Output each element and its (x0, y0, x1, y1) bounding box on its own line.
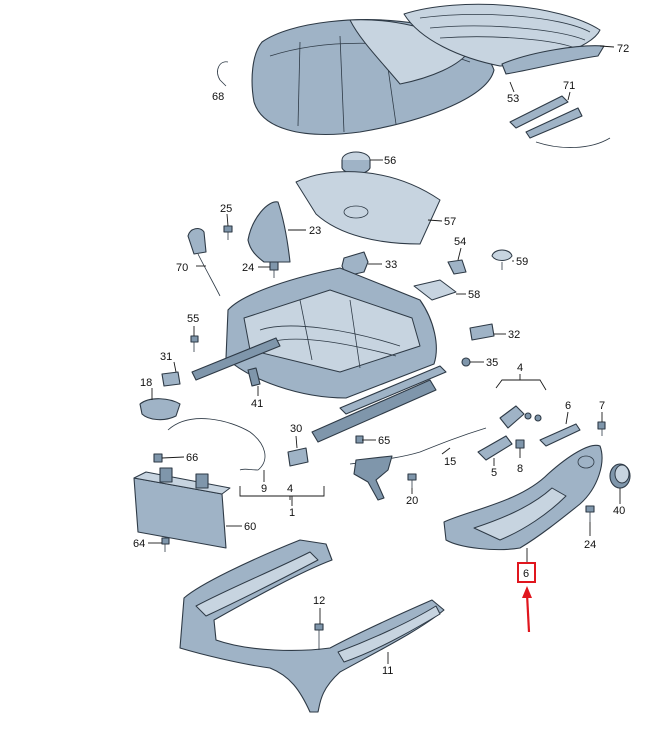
screw-7 (597, 421, 606, 436)
callout-31: 31 (160, 351, 172, 363)
plug-59 (491, 249, 513, 270)
seat-rails (191, 337, 447, 443)
cable-9 (167, 418, 266, 471)
callout-35: 35 (486, 357, 498, 369)
clip-65 (355, 435, 364, 444)
base-frame-11 (179, 539, 445, 713)
harness-bracket (353, 455, 393, 501)
bolt-35 (461, 357, 471, 367)
motor-group-4 (499, 405, 542, 429)
mat-57 (295, 171, 441, 245)
clip-66 (153, 453, 163, 463)
callout-68: 68 (212, 91, 224, 103)
pad-58 (413, 279, 457, 301)
callout-55: 55 (187, 313, 199, 325)
callout-60: 60 (244, 521, 256, 533)
side-trim-6 (443, 444, 603, 551)
lever-6-small (539, 423, 581, 447)
callout-25: 25 (220, 203, 232, 215)
bolt-12 (314, 623, 324, 650)
callout-59: 59 (516, 256, 528, 268)
callout-20: 20 (406, 495, 418, 507)
belt-buckle-70 (187, 227, 221, 297)
bracket-23 (247, 201, 291, 263)
callout-66: 66 (186, 452, 198, 464)
bracket-31 (161, 371, 181, 387)
callout-9: 9 (261, 483, 267, 495)
callout-58: 58 (468, 289, 480, 301)
callout-12: 12 (313, 595, 325, 607)
callout-41: 41 (251, 398, 263, 410)
callout-6-highlighted: 6 (523, 568, 529, 580)
bracket-41 (247, 367, 261, 387)
screw-25 (223, 225, 233, 240)
callout-4-lower: 4 (287, 483, 293, 495)
bolt-24-right (585, 505, 595, 522)
switch-module-60 (133, 467, 231, 549)
callout-70: 70 (176, 262, 188, 274)
motor-56 (341, 151, 371, 175)
highlight-arrow-head (522, 586, 532, 598)
clip-8 (515, 439, 525, 449)
callout-33: 33 (385, 259, 397, 271)
callout-71: 71 (563, 80, 575, 92)
callout-40: 40 (613, 505, 625, 517)
handle-18 (139, 398, 181, 421)
callout-54: 54 (454, 236, 466, 248)
clip-68 (217, 61, 229, 87)
bracket-32 (469, 323, 495, 341)
callout-72: 72 (617, 43, 629, 55)
callout-7: 7 (599, 400, 605, 412)
bracket-30 (287, 447, 309, 467)
callout-32: 32 (508, 329, 520, 341)
callout-23: 23 (309, 225, 321, 237)
callout-57: 57 (444, 216, 456, 228)
highlighted-callout: 6 (517, 562, 536, 633)
callout-56: 56 (384, 155, 396, 167)
callout-53: 53 (507, 93, 519, 105)
callout-24-lower: 24 (584, 539, 596, 551)
screw-20 (407, 473, 417, 488)
cover-5 (477, 435, 513, 461)
highlight-box (517, 562, 536, 583)
connector-54 (447, 259, 467, 275)
callout-6-upper: 6 (565, 400, 571, 412)
leader-lines (148, 45, 621, 664)
seat-frame (225, 267, 437, 399)
callout-5: 5 (491, 467, 497, 479)
bolt-55 (190, 335, 199, 352)
bracket-71 (509, 95, 611, 148)
callout-30: 30 (290, 423, 302, 435)
callout-labels: 53 72 71 68 56 57 25 23 70 24 33 54 59 5… (133, 43, 629, 677)
callout-65: 65 (378, 435, 390, 447)
callout-18: 18 (140, 377, 152, 389)
heating-mat (403, 3, 605, 75)
callout-4-upper: 4 (517, 362, 523, 374)
callout-64: 64 (133, 538, 145, 550)
callout-24-upper: 24 (242, 262, 254, 274)
callout-15: 15 (444, 456, 456, 468)
callout-1: 1 (289, 507, 295, 519)
callout-11: 11 (382, 665, 393, 677)
bolt-24 (269, 261, 279, 278)
screw-64 (161, 537, 170, 552)
bracket-33 (341, 251, 369, 277)
callout-8: 8 (517, 463, 523, 475)
seat-cushion (251, 19, 495, 135)
cap-40 (609, 463, 631, 489)
highlight-arrow (525, 593, 531, 633)
